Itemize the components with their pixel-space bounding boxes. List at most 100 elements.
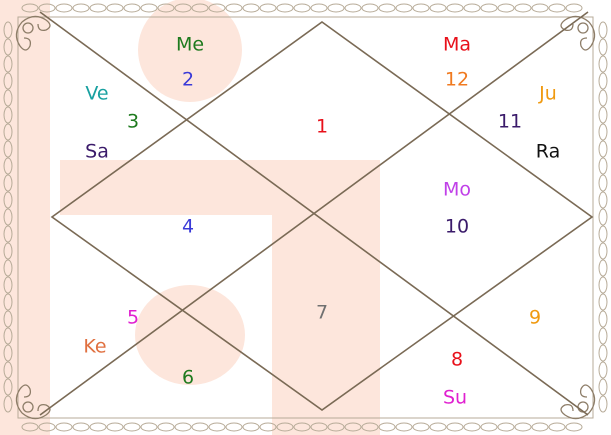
border-loop [599,396,607,412]
border-loop [498,423,514,431]
border-loop [141,423,157,431]
border-loop [447,4,463,12]
border-loop [566,4,582,12]
border-loop [73,423,89,431]
house-number: 5 [127,307,139,329]
border-loop [532,4,548,12]
planet-jupiter: Ju [538,83,557,105]
house-number: 3 [127,111,139,133]
corner-scroll-path [561,385,595,419]
border-loop [56,423,72,431]
border-loop [413,423,429,431]
border-loop [430,4,446,12]
border-loop [107,4,123,12]
border-loop [345,4,361,12]
border-loop [141,4,157,12]
border-loop [599,311,607,327]
border-loop [599,294,607,310]
border-loop [90,4,106,12]
border-loop [396,423,412,431]
border-loop [209,423,225,431]
border-loop [430,423,446,431]
house-number: 11 [498,111,522,133]
house-number: 1 [316,116,328,138]
border-loop [599,141,607,157]
planet-saturn: Sa [85,141,109,163]
house-number: 9 [529,307,541,329]
house-number: 2 [182,69,194,91]
border-loop [599,260,607,276]
planet-moon: Mo [443,179,471,201]
house-number: 6 [182,367,194,389]
planet-rahu: Ra [536,141,560,163]
border-loop [599,328,607,344]
border-loop [243,423,259,431]
house-number: 4 [182,216,194,238]
border-loop [549,423,565,431]
border-loop [599,56,607,72]
border-loop [532,423,548,431]
border-loop [379,4,395,12]
planet-mars: Ma [443,34,471,56]
border-loop [294,4,310,12]
border-loop [311,4,327,12]
corner-scroll [561,16,595,50]
border-loop [599,107,607,123]
border-loop [498,4,514,12]
planet-mercury: Me [176,34,204,56]
house-number: 12 [445,69,469,91]
border-loop [464,4,480,12]
border-loop [379,423,395,431]
border-loop [175,423,191,431]
border-loop [124,4,140,12]
border-loop [599,209,607,225]
border-loop [124,423,140,431]
border-loop [243,4,259,12]
border-loop [566,423,582,431]
border-loop [599,22,607,38]
house-number: 8 [451,349,463,371]
border-loop [396,4,412,12]
border-loop [599,158,607,174]
border-loop [192,423,208,431]
border-loop [599,277,607,293]
border-loop [481,4,497,12]
border-loop [226,423,242,431]
corner-scroll-path [561,16,595,50]
border-loop [413,4,429,12]
border-loop [277,4,293,12]
border-loop [328,4,344,12]
border-loop [515,4,531,12]
house-number: 10 [445,216,469,238]
border-loop [515,423,531,431]
planet-sun: Su [443,387,467,409]
border-loop [447,423,463,431]
border-loop [107,423,123,431]
border-loop [599,124,607,140]
border-loop [90,423,106,431]
border-loop [464,423,480,431]
border-loop [56,4,72,12]
border-loop [599,192,607,208]
border-loop [599,362,607,378]
border-loop [158,423,174,431]
border-loop [599,226,607,242]
border-loop [599,345,607,361]
border-loop [599,90,607,106]
border-loop [599,73,607,89]
corner-scroll [561,385,595,419]
border-loop [599,175,607,191]
corner-scroll-knot [578,23,588,33]
border-loop [73,4,89,12]
border-loop [481,423,497,431]
border-loop [226,4,242,12]
planet-venus: Ve [85,83,108,105]
border-loop [599,243,607,259]
border-loop [599,379,607,395]
border-loop [549,4,565,12]
planet-ketu: Ke [83,336,106,358]
border-loop [362,4,378,12]
border-loop [599,39,607,55]
house-number: 7 [316,302,328,324]
